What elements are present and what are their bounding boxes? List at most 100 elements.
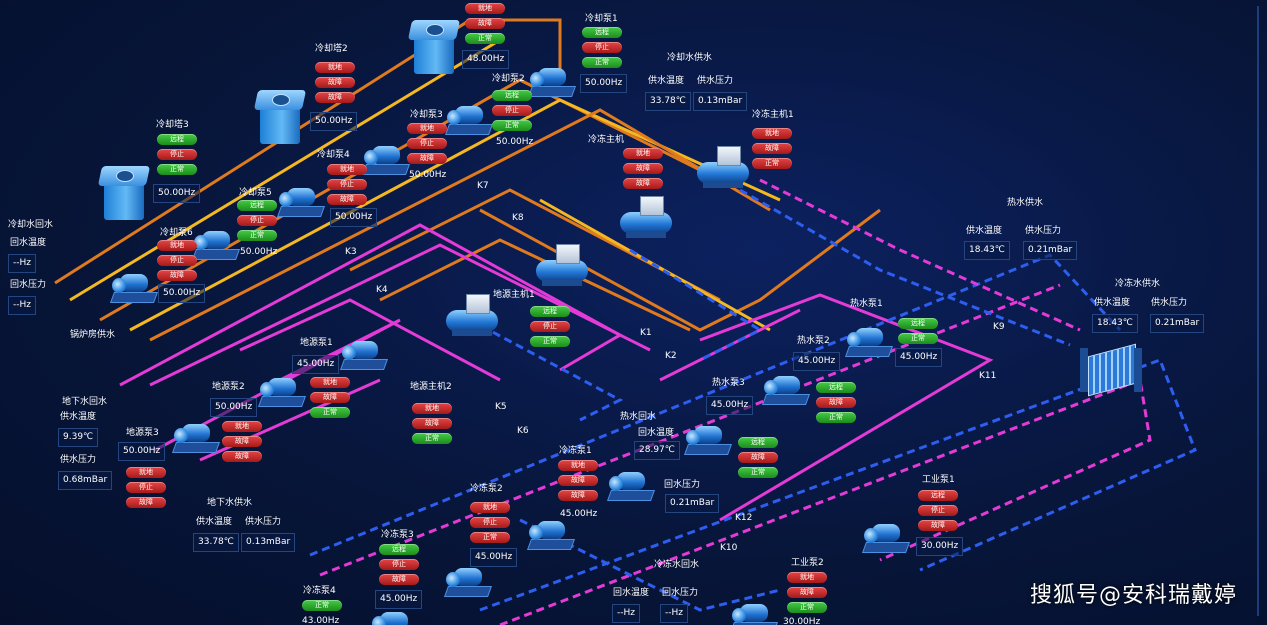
valve-k6[interactable]: K6 [517,426,529,436]
valve-k3[interactable]: K3 [345,247,357,257]
cpump2-remote-button[interactable]: 远程 [492,90,532,101]
cooling-tower-3[interactable] [97,166,151,220]
hpump1-remote-button[interactable]: 远程 [898,318,938,329]
frpump3-stop-button[interactable]: 停止 [379,559,419,570]
valve-k12[interactable]: K12 [735,513,753,523]
chiller1-local-button[interactable]: 就地 [752,128,792,139]
freeze-pump-1[interactable] [606,466,656,502]
tower2-fault-button[interactable]: 故障 [315,77,355,88]
gspump3-stop-button[interactable]: 停止 [126,482,166,493]
industrial-pump-1[interactable] [861,518,911,554]
chiller-local-button[interactable]: 就地 [623,148,663,159]
freeze-pump-4[interactable] [370,606,416,625]
cpump2-normal-button[interactable]: 正常 [492,120,532,131]
cooling-pump-1[interactable] [527,62,577,98]
cpump4-local-button[interactable]: 就地 [327,164,367,175]
valve-k8[interactable]: K8 [512,213,524,223]
cooling-pump-4[interactable] [276,182,326,218]
tower1-fault-button[interactable]: 故障 [465,18,505,29]
valve-k4[interactable]: K4 [376,285,388,295]
cooling-tower-2[interactable] [253,90,307,144]
cpump5-remote-button[interactable]: 远程 [237,200,277,211]
cpump1-stop-button[interactable]: 停止 [582,42,622,53]
hpump3-fault-button[interactable]: 故障 [738,452,778,463]
gspump1-local-button[interactable]: 就地 [310,377,350,388]
hot-water-pump-2[interactable] [761,370,811,406]
industrial-pump-2[interactable] [729,598,779,625]
gsmain1-normal-button[interactable]: 正常 [530,336,570,347]
valve-k5[interactable]: K5 [495,402,507,412]
cooling-pump-6[interactable] [109,268,159,304]
cpump6-local-button[interactable]: 就地 [157,240,197,251]
cpump6-fault-button[interactable]: 故障 [157,270,197,281]
valve-k11[interactable]: K11 [979,371,997,381]
freeze-pump-2[interactable] [526,515,576,551]
chiller-2[interactable] [620,196,674,240]
cpump3-stop-button[interactable]: 停止 [407,138,447,149]
cooling-pump-2[interactable] [444,100,494,136]
hpump2-normal-button[interactable]: 正常 [816,412,856,423]
cpump1-remote-button[interactable]: 远程 [582,27,622,38]
freeze-pump-3[interactable] [443,562,493,598]
cpump4-fault-button[interactable]: 故障 [327,194,367,205]
frpump2-stop-button[interactable]: 停止 [470,517,510,528]
ipump2-normal-button[interactable]: 正常 [787,602,827,613]
ground-source-main-2[interactable] [536,244,590,288]
gspump3-local-button[interactable]: 就地 [126,467,166,478]
gsmain1-stop-button[interactable]: 停止 [530,321,570,332]
ground-source-pump-3[interactable] [171,418,221,454]
hpump1-normal-button[interactable]: 正常 [898,333,938,344]
cpump3-local-button[interactable]: 就地 [407,123,447,134]
chiller1-normal-button[interactable]: 正常 [752,158,792,169]
tower3-remote-button[interactable]: 远程 [157,134,197,145]
cpump1-normal-button[interactable]: 正常 [582,57,622,68]
heat-exchanger[interactable] [1080,343,1142,397]
gspump1-fault-button[interactable]: 故障 [310,392,350,403]
gspump1-normal-button[interactable]: 正常 [310,407,350,418]
gspump2-fault-button[interactable]: 故障 [222,436,262,447]
ground-source-main-1[interactable] [446,294,500,338]
ground-source-pump-1[interactable] [339,335,389,371]
ground-source-pump-2[interactable] [257,372,307,408]
chiller-fault2-button[interactable]: 故障 [623,178,663,189]
frpump4-normal-button[interactable]: 正常 [302,600,342,611]
tower2-local-button[interactable]: 就地 [315,62,355,73]
hpump3-normal-button[interactable]: 正常 [738,467,778,478]
hot-water-pump-3[interactable] [683,420,733,456]
frpump3-remote-button[interactable]: 远程 [379,544,419,555]
tower2-fault2-button[interactable]: 故障 [315,92,355,103]
ipump1-fault-button[interactable]: 故障 [918,520,958,531]
cpump5-stop-button[interactable]: 停止 [237,215,277,226]
cpump6-stop-button[interactable]: 停止 [157,255,197,266]
valve-k2[interactable]: K2 [665,351,677,361]
hpump3-remote-button[interactable]: 远程 [738,437,778,448]
valve-k7[interactable]: K7 [477,181,489,191]
gspump3-fault-button[interactable]: 故障 [126,497,166,508]
frpump1-local-button[interactable]: 就地 [558,460,598,471]
cpump5-normal-button[interactable]: 正常 [237,230,277,241]
tower3-stop-button[interactable]: 停止 [157,149,197,160]
cooling-pump-3[interactable] [361,140,411,176]
ipump1-stop-button[interactable]: 停止 [918,505,958,516]
valve-k10[interactable]: K10 [720,543,738,553]
cooling-tower-1[interactable] [407,20,461,74]
gsmain2-fault-button[interactable]: 故障 [412,418,452,429]
ipump1-remote-button[interactable]: 远程 [918,490,958,501]
hot-water-pump-1[interactable] [844,322,894,358]
gspump2-local-button[interactable]: 就地 [222,421,262,432]
tower1-local-button[interactable]: 就地 [465,3,505,14]
chiller1-fault-button[interactable]: 故障 [752,143,792,154]
frpump3-fault-button[interactable]: 故障 [379,574,419,585]
hpump2-fault-button[interactable]: 故障 [816,397,856,408]
cpump2-stop-button[interactable]: 停止 [492,105,532,116]
frpump2-local-button[interactable]: 就地 [470,502,510,513]
chiller-1[interactable] [697,146,751,190]
cpump3-fault-button[interactable]: 故障 [407,153,447,164]
hpump2-remote-button[interactable]: 远程 [816,382,856,393]
ipump2-local-button[interactable]: 就地 [787,572,827,583]
ipump2-fault-button[interactable]: 故障 [787,587,827,598]
frpump1-fault2-button[interactable]: 故障 [558,490,598,501]
frpump1-fault-button[interactable]: 故障 [558,475,598,486]
chiller-fault-button[interactable]: 故障 [623,163,663,174]
valve-k9[interactable]: K9 [993,322,1005,332]
